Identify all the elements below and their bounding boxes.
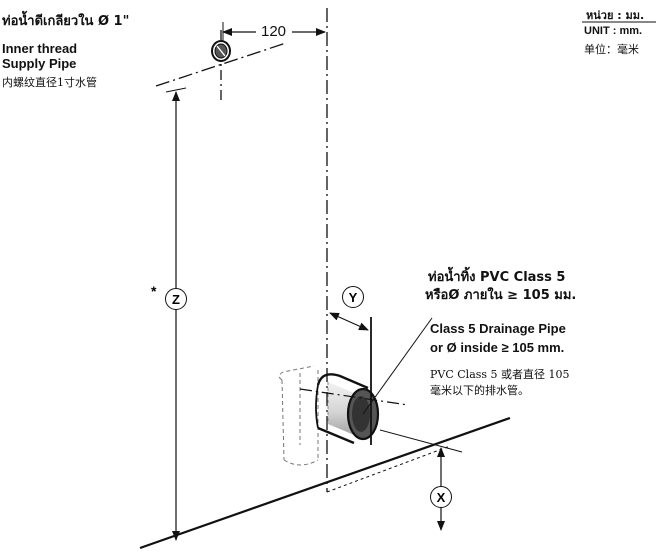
ghost-elbow [278, 365, 319, 466]
x-marker: X [430, 486, 452, 508]
drain-label-cn-2: 毫米以下的排水管。 [430, 384, 529, 397]
supply-label-eng-1: Inner thread [2, 41, 78, 56]
drain-label-cn-1: PVC Class 5 或者直径 105 [430, 368, 570, 381]
supply-label-eng-2: Supply Pipe [2, 56, 77, 71]
unit-label-eng: UNIT : mm. [584, 25, 643, 37]
wall-floor-junction [326, 445, 451, 493]
unit-label-thai: หน่วย : มม. [586, 9, 645, 22]
z-marker: Z [165, 288, 187, 310]
y-marker: Y [342, 286, 364, 308]
drain-label-thai-2: หรือØ ภายใน ≥ 105 มม. [425, 288, 577, 303]
dimension-120-label: 120 [261, 23, 287, 40]
unit-label-cn: 单位：毫米 [584, 43, 639, 56]
supply-centerline-h [155, 42, 287, 87]
floor-line-back [139, 416, 511, 550]
z-asterisk: * [151, 283, 157, 299]
supply-label-cn: 内螺纹直径1寸水管 [2, 76, 97, 89]
drain-leader [362, 317, 433, 415]
drain-label-eng-2: or Ø inside ≥ 105 mm. [430, 340, 565, 355]
drain-pipe [315, 373, 380, 445]
drain-label-thai-1: ท่อน้ำทิ้ง PVC Class 5 [428, 270, 566, 285]
supply-label-thai: ท่อน้ำดีเกลียวใน Ø 1" [2, 14, 130, 29]
drain-label-eng-1: Class 5 Drainage Pipe [430, 321, 566, 336]
supply-pipe-fitting [211, 40, 231, 62]
